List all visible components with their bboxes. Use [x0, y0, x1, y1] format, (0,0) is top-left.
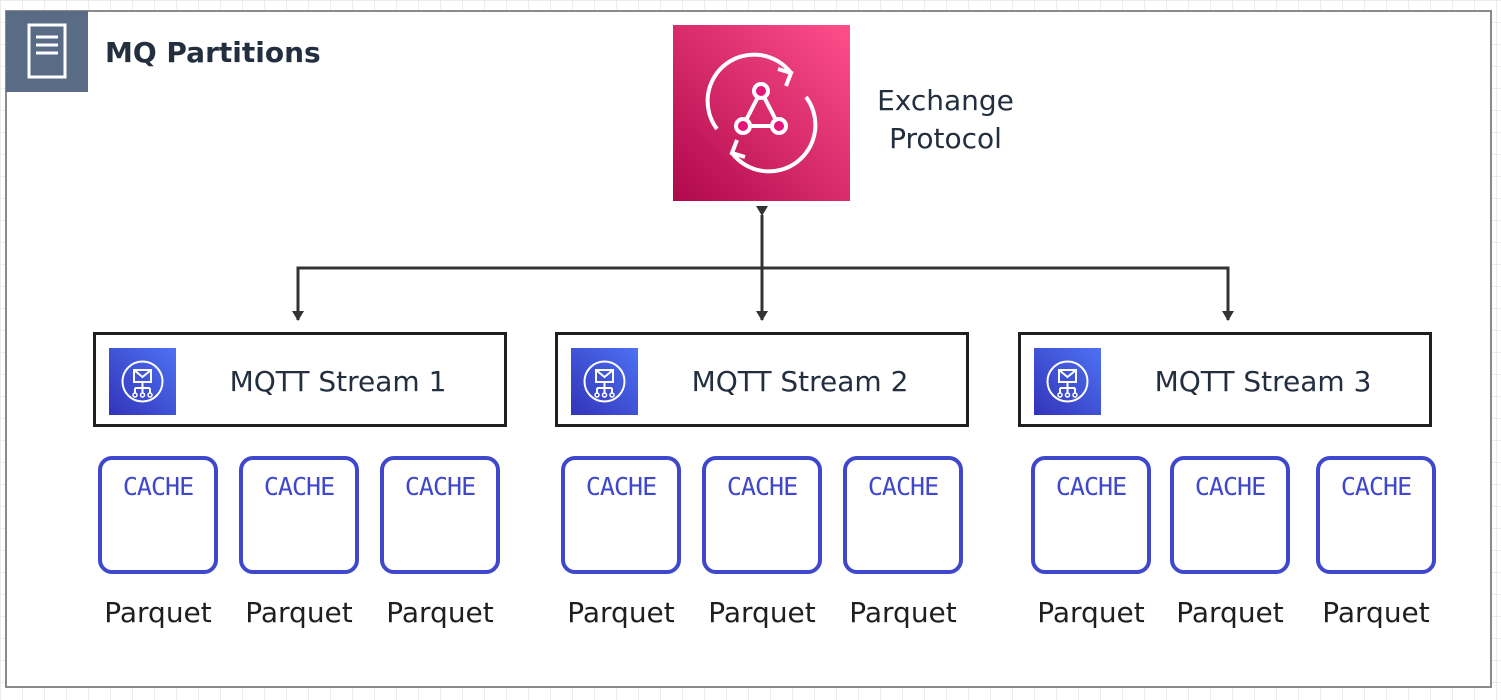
cache-label: CACHE — [263, 472, 335, 501]
cache-box: CACHE — [98, 456, 218, 574]
parquet-label: Parquet — [1037, 596, 1145, 629]
stream-label: MQTT Stream 1 — [229, 365, 447, 398]
cache-label: CACHE — [1340, 472, 1412, 501]
cache-box: CACHE — [1031, 456, 1151, 574]
cache-label: CACHE — [867, 472, 939, 501]
mqtt-stream-2: MQTT Stream 2 — [555, 332, 969, 427]
stream-label: MQTT Stream 3 — [1154, 365, 1372, 398]
connector-to-stream-3 — [762, 266, 1234, 321]
group-title: MQ Partitions — [105, 36, 321, 69]
cache-label: CACHE — [726, 472, 798, 501]
cache-label: CACHE — [1055, 472, 1127, 501]
parquet-label: Parquet — [1322, 596, 1430, 629]
mqtt-broker-icon — [109, 348, 176, 415]
cache-box: CACHE — [1170, 456, 1290, 574]
cache-label: CACHE — [1194, 472, 1266, 501]
server-icon — [6, 11, 88, 92]
cache-box: CACHE — [561, 456, 681, 574]
cache-box: CACHE — [239, 456, 359, 574]
parquet-label: Parquet — [245, 596, 353, 629]
cache-box: CACHE — [380, 456, 500, 574]
exchange-protocol-icon — [673, 25, 850, 201]
parquet-label: Parquet — [104, 596, 212, 629]
parquet-label: Parquet — [386, 596, 494, 629]
cache-label: CACHE — [122, 472, 194, 501]
cache-box: CACHE — [1316, 456, 1436, 574]
cache-label: CACHE — [404, 472, 476, 501]
cache-box: CACHE — [702, 456, 822, 574]
mqtt-stream-1: MQTT Stream 1 — [93, 332, 507, 427]
parquet-label: Parquet — [708, 596, 816, 629]
exchange-label-line2: Protocol — [889, 122, 1002, 155]
connector-to-stream-1 — [292, 266, 762, 321]
cache-label: CACHE — [585, 472, 657, 501]
parquet-label: Parquet — [567, 596, 675, 629]
stream-label: MQTT Stream 2 — [691, 365, 909, 398]
parquet-label: Parquet — [1176, 596, 1284, 629]
exchange-label-line1: Exchange — [877, 84, 1014, 117]
exchange-protocol-label: Exchange Protocol — [858, 82, 1033, 158]
cache-box: CACHE — [843, 456, 963, 574]
mqtt-broker-icon — [1034, 348, 1101, 415]
mqtt-stream-3: MQTT Stream 3 — [1018, 332, 1432, 427]
parquet-label: Parquet — [849, 596, 957, 629]
mqtt-broker-icon — [571, 348, 638, 415]
